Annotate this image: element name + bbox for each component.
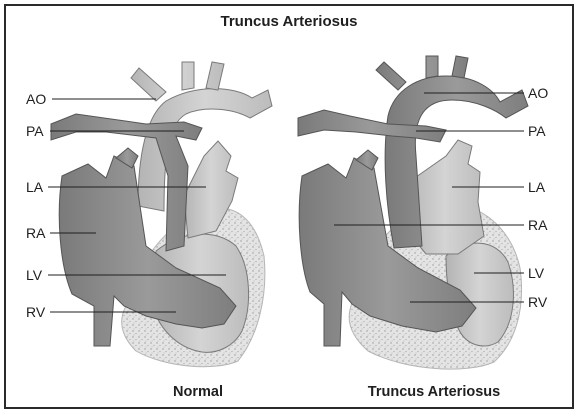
truncus-label-lv: LV xyxy=(528,265,545,281)
normal-label-ra: RA xyxy=(26,225,46,241)
diagram-title: Truncus Arteriosus xyxy=(221,13,358,30)
heart-comparison-diagram: Truncus Arteriosus AO PA LA RA LV RV xyxy=(6,6,572,407)
normal-label-lv: LV xyxy=(26,267,43,283)
truncus-pulmonary-artery xyxy=(298,110,446,142)
truncus-caption: Truncus Arteriosus xyxy=(368,384,500,400)
truncus-label-pa: PA xyxy=(528,123,546,139)
truncus-label-ra: RA xyxy=(528,217,548,233)
truncus-label-rv: RV xyxy=(528,294,548,310)
normal-label-la: LA xyxy=(26,179,44,195)
truncus-label-ao: AO xyxy=(528,85,548,101)
truncus-heart: AO PA LA RA LV RV Truncus Arteriosus xyxy=(298,56,548,400)
normal-label-ao: AO xyxy=(26,91,46,107)
truncus-label-la: LA xyxy=(528,179,546,195)
diagram-frame: Truncus Arteriosus AO PA LA RA LV RV xyxy=(4,4,574,409)
normal-caption: Normal xyxy=(173,384,223,400)
normal-heart: AO PA LA RA LV RV Normal xyxy=(26,62,272,400)
normal-label-rv: RV xyxy=(26,304,46,320)
normal-label-pa: PA xyxy=(26,123,44,139)
